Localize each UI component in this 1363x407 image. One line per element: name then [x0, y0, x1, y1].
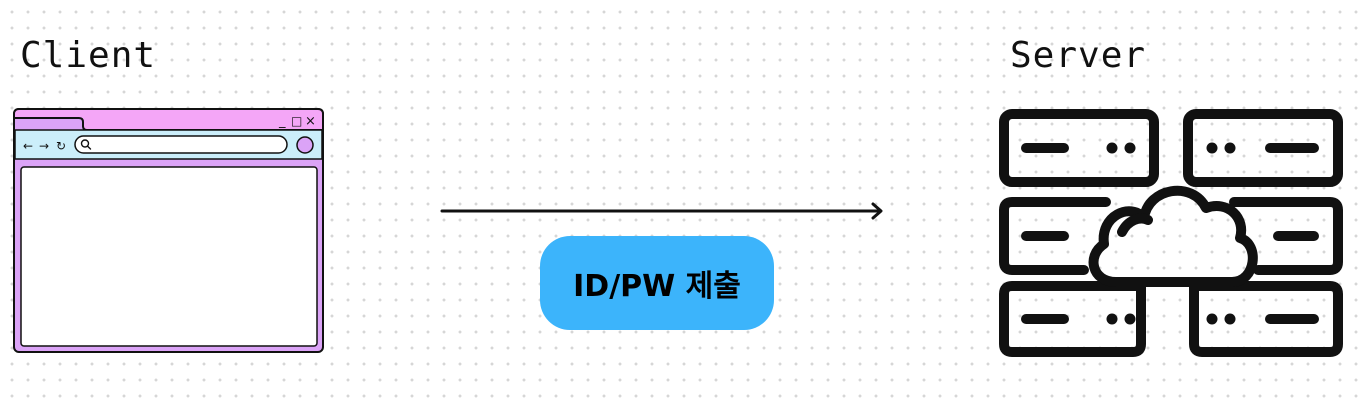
server-unit-mid-right — [1229, 197, 1343, 275]
browser-content-area — [20, 166, 318, 347]
server-unit-bottom-right — [1189, 281, 1343, 357]
client-title: Client — [20, 35, 157, 76]
reload-icon[interactable]: ↻ — [56, 139, 66, 153]
browser-tab-bar — [13, 108, 324, 131]
server-unit-mid-left — [999, 197, 1111, 275]
server-unit-top-right — [1183, 109, 1343, 187]
server-unit-top-left — [999, 109, 1159, 187]
maximize-icon[interactable]: □ — [291, 114, 302, 128]
close-icon[interactable]: × — [305, 114, 316, 129]
address-bar[interactable] — [74, 135, 288, 154]
back-icon[interactable]: ← — [23, 139, 33, 153]
server-rack-icon — [999, 109, 1343, 357]
arrow-right-icon — [440, 202, 883, 220]
minimize-icon[interactable]: _ — [278, 114, 286, 129]
server-title: Server — [1010, 35, 1147, 76]
request-label-badge: ID/PW 제출 — [540, 236, 774, 330]
browser-window-icon: _ □ × ← → ↻ — [13, 108, 324, 353]
forward-icon[interactable]: → — [39, 139, 49, 153]
cloud-icon — [1088, 185, 1258, 287]
search-icon — [80, 139, 92, 150]
server-unit-bottom-left — [999, 281, 1146, 357]
profile-button[interactable] — [296, 136, 314, 154]
request-label: ID/PW 제출 — [573, 269, 741, 304]
